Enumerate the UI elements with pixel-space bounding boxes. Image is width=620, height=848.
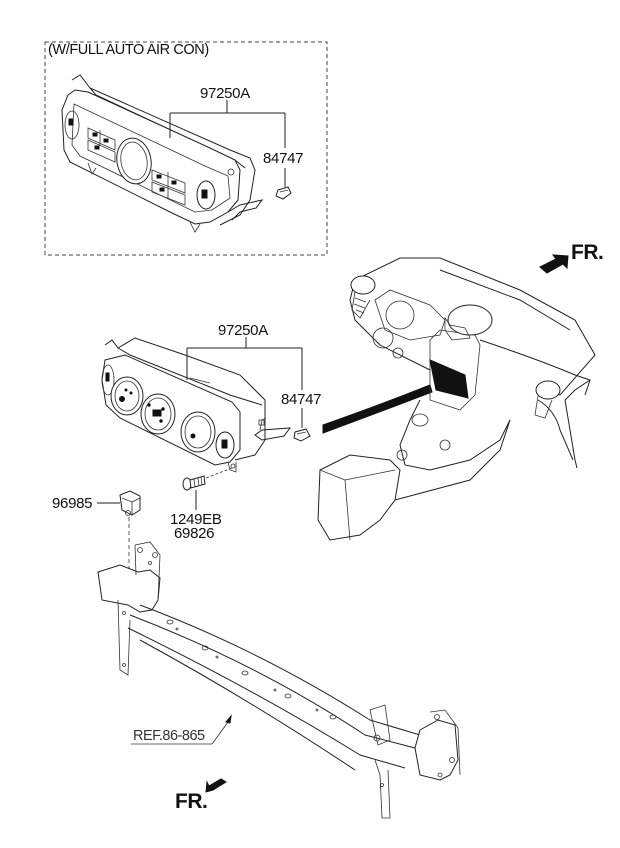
auto-climate-control-unit-drawing[interactable] — [61, 74, 264, 233]
variant-note: (W/FULL AUTO AIR CON) — [48, 42, 209, 58]
auto-unit-leader-lines — [169, 100, 286, 187]
fr-label-top: FR. — [571, 241, 604, 264]
fr-arrow-top-icon — [539, 254, 569, 274]
part-label-97250a-manual[interactable]: 97250A — [218, 322, 268, 339]
part-label-97250a-auto[interactable]: 97250A — [200, 85, 250, 102]
manual-bulb-drawing[interactable] — [293, 428, 311, 442]
part-label-96985[interactable]: 96985 — [52, 495, 93, 512]
dashboard-drawing — [317, 257, 596, 541]
fr-label-bottom: FR. — [175, 790, 208, 813]
location-pointer-arrow — [322, 384, 433, 434]
part-label-84747-manual[interactable]: 84747 — [281, 391, 322, 408]
auto-bulb-drawing[interactable] — [275, 186, 292, 200]
cowl-crossmember-drawing — [97, 541, 461, 819]
manual-heater-control-unit-drawing[interactable] — [101, 337, 292, 473]
manual-unit-leader-lines — [186, 337, 303, 428]
full-auto-variant-box — [44, 41, 328, 256]
part-label-1249eb[interactable]: 1249EB — [170, 511, 222, 528]
screw-drawing[interactable] — [182, 467, 233, 510]
part-label-69826[interactable]: 69826 — [174, 525, 215, 542]
part-label-84747-auto[interactable]: 84747 — [263, 150, 304, 167]
ref-leader — [131, 714, 232, 745]
fr-arrow-bottom-icon — [205, 778, 227, 793]
reference-label[interactable]: REF.86-865 — [133, 728, 205, 744]
